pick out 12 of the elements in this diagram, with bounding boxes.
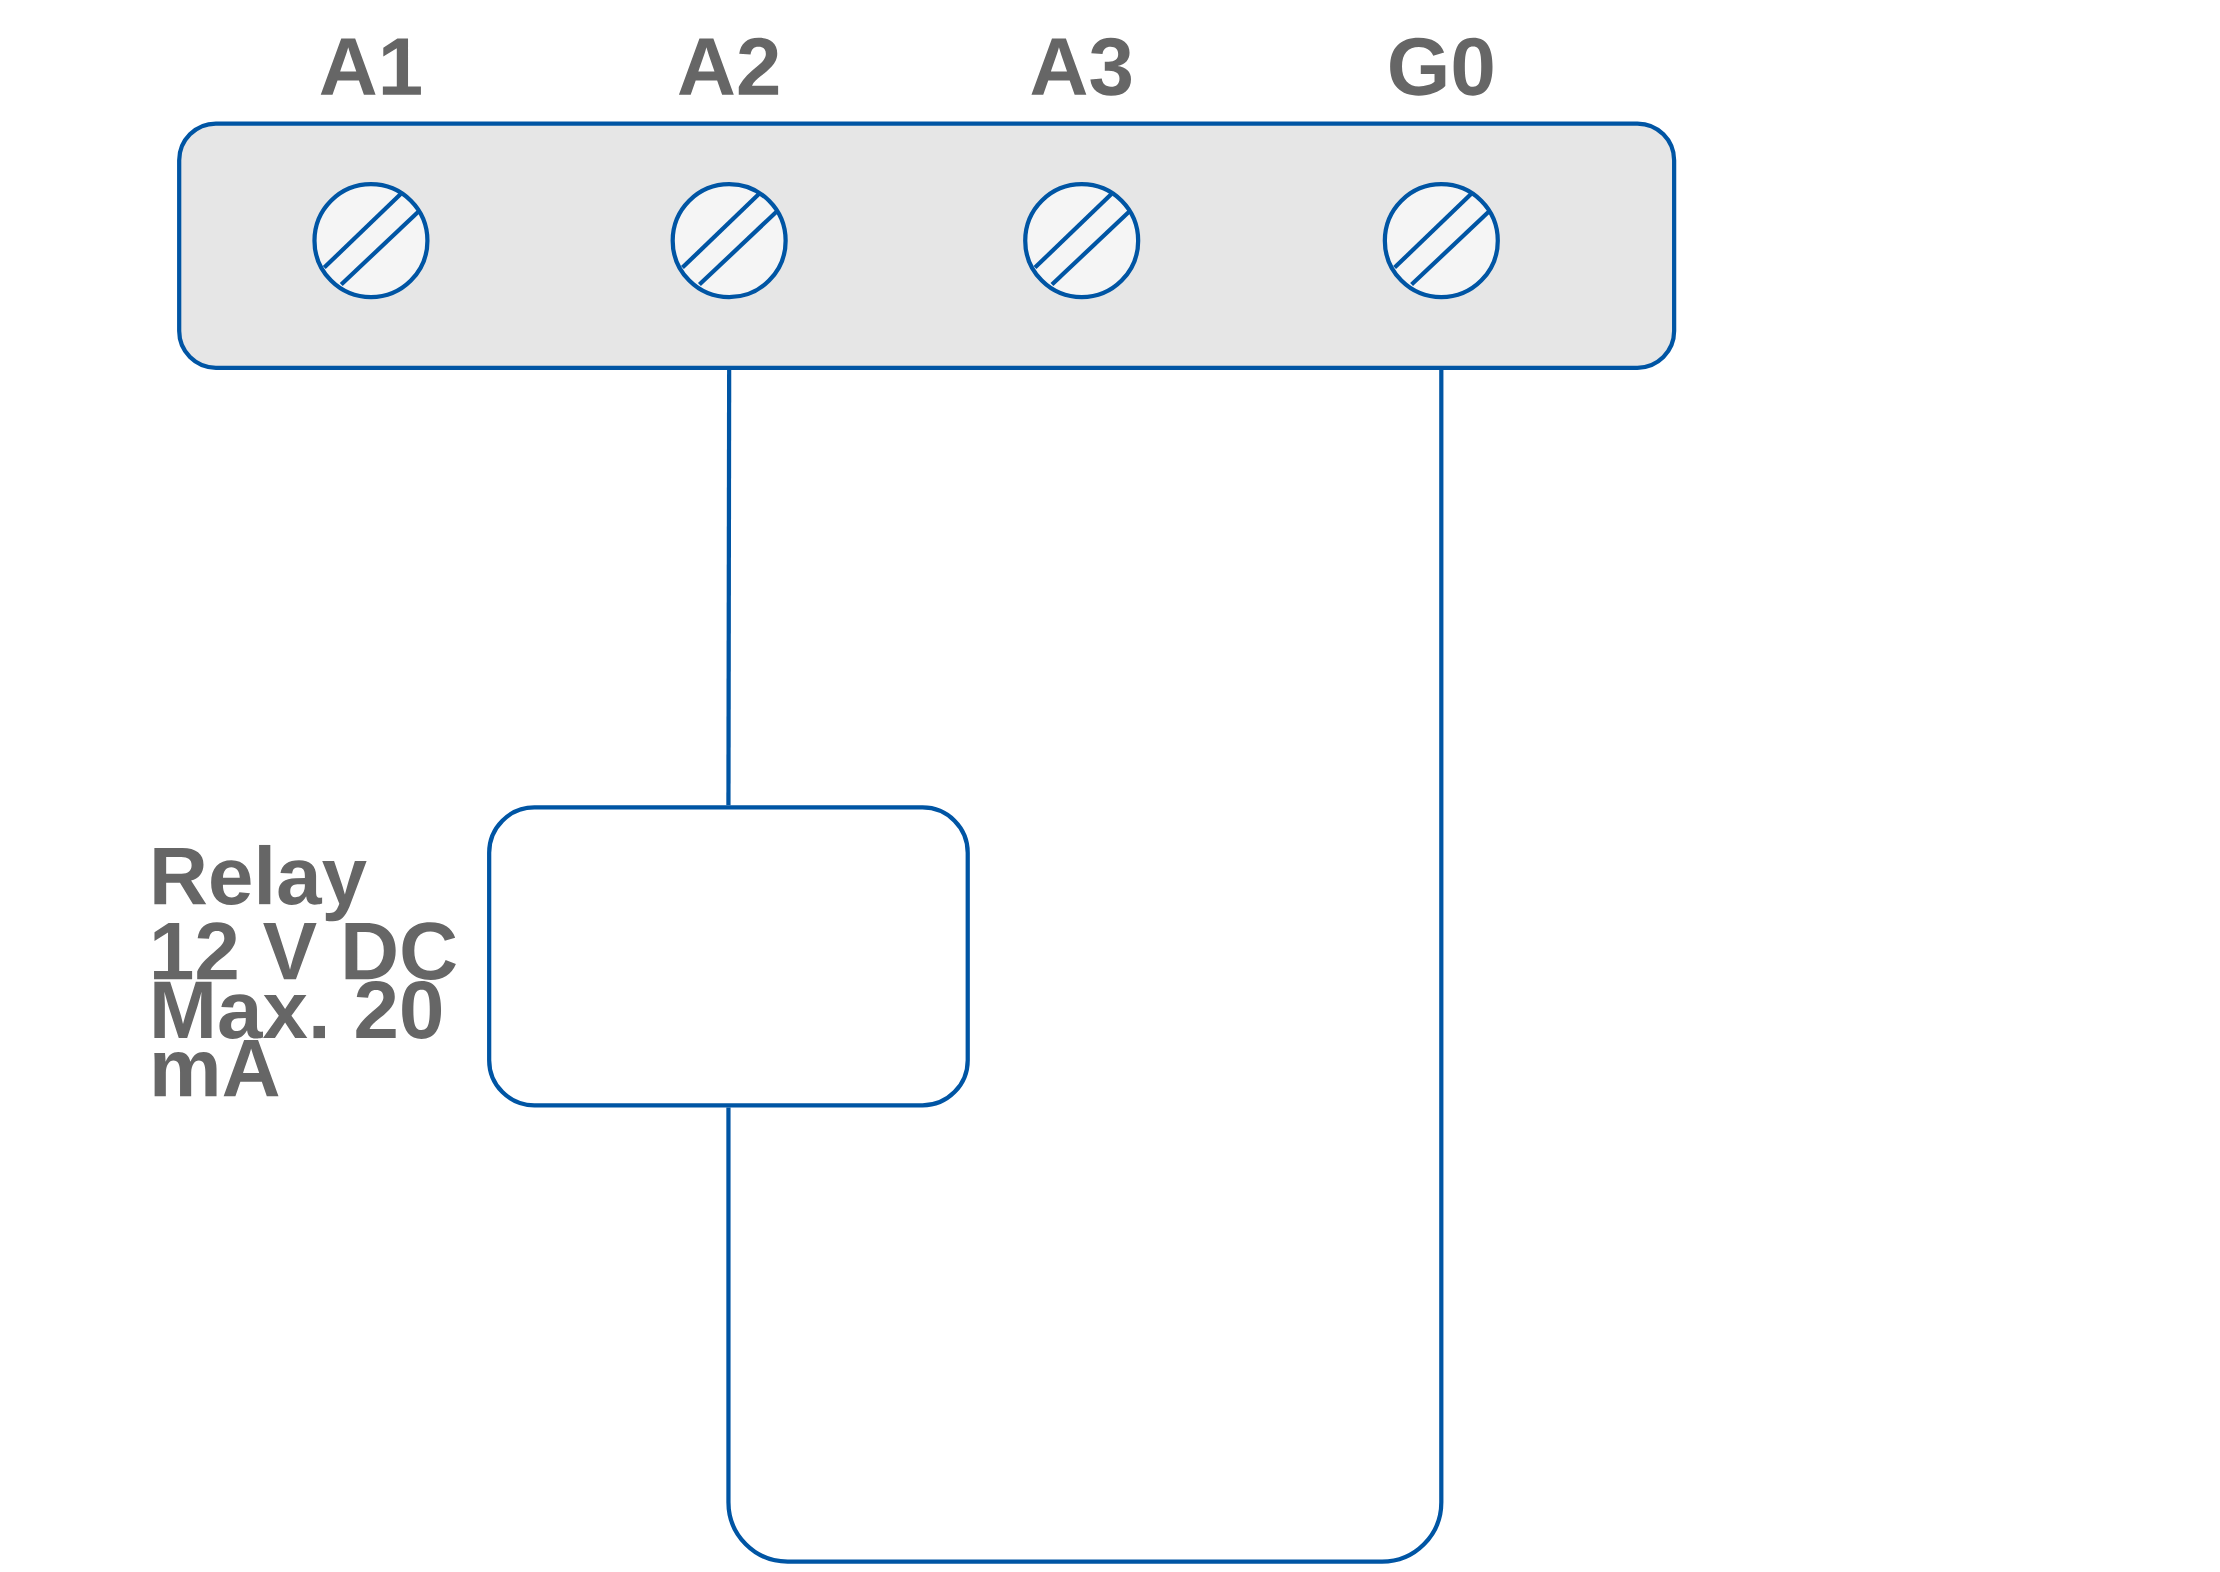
screw-terminal <box>1382 182 1500 300</box>
screw-terminal <box>1023 182 1141 300</box>
terminal-label: A2 <box>678 38 779 96</box>
terminal-label: G0 <box>1390 38 1493 96</box>
terminal-label: A1 <box>320 38 421 96</box>
screw-terminal <box>312 182 430 300</box>
screw-terminal <box>670 182 788 300</box>
relay-label: Relay 12 V DC Max. 20 mA <box>154 845 456 1097</box>
wire <box>726 370 1444 1564</box>
wire <box>726 370 732 806</box>
terminal-label: A3 <box>1031 38 1131 96</box>
relay-box <box>487 805 970 1108</box>
